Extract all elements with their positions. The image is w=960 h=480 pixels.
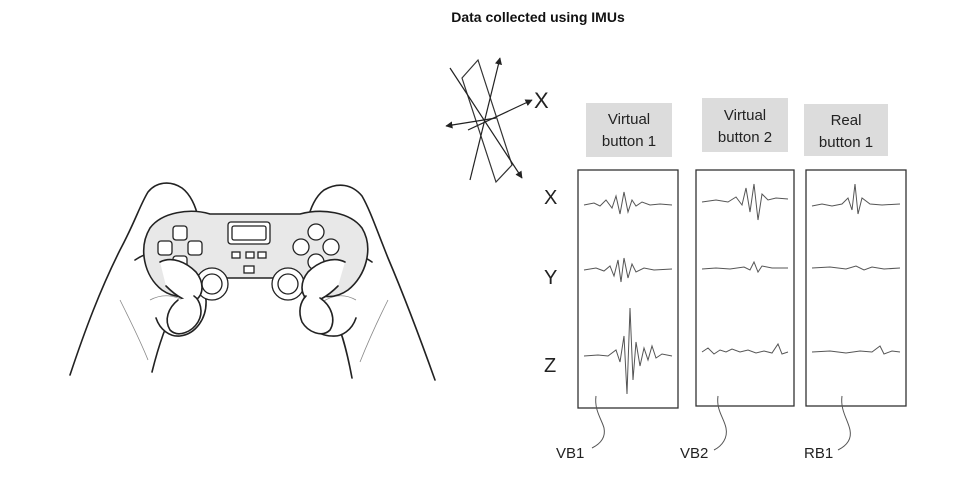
panel-header-line1: Real xyxy=(831,112,862,129)
axis-label-z: Z xyxy=(544,355,556,377)
callouts: VB1 VB2 RB1 xyxy=(556,395,851,462)
panel-header-bg xyxy=(804,104,888,156)
panel-header-bg xyxy=(586,103,672,157)
callout-rb1: RB1 xyxy=(804,445,833,462)
trace-y xyxy=(811,265,901,271)
panel-header-line2: button 1 xyxy=(602,133,656,150)
callout-vb1: VB1 xyxy=(556,445,584,462)
trace-z xyxy=(811,345,901,355)
orientation-axis-label: X xyxy=(534,88,549,113)
panel-header-line1: Virtual xyxy=(724,107,766,124)
imu-orientation-axes: X xyxy=(445,57,549,184)
trace-x xyxy=(583,191,673,215)
trace-x xyxy=(811,183,901,215)
panel-header-line2: button 2 xyxy=(718,129,772,146)
panel-header-bg xyxy=(702,98,788,152)
hands-with-controller-illustration xyxy=(69,182,436,381)
trace-y xyxy=(583,257,673,283)
callout-vb2: VB2 xyxy=(680,445,708,462)
panel-real-button-1: Real button 1 xyxy=(804,104,907,407)
trace-y xyxy=(701,260,788,274)
axis-labels: X Y Z xyxy=(544,187,557,377)
trace-x xyxy=(701,183,789,221)
axis-label-y: Y xyxy=(544,267,557,289)
figure-title: Data collected using IMUs xyxy=(451,9,625,25)
signal-panel xyxy=(695,169,795,407)
signal-panel xyxy=(805,169,907,407)
trace-z xyxy=(583,307,673,395)
trace-z xyxy=(701,342,789,355)
axis-label-x: X xyxy=(544,187,557,209)
panel-header-line1: Virtual xyxy=(608,111,650,128)
panel-virtual-button-2: Virtual button 2 xyxy=(695,98,795,407)
panel-header-line2: button 1 xyxy=(819,134,873,151)
panel-virtual-button-1: Virtual button 1 xyxy=(577,103,679,409)
